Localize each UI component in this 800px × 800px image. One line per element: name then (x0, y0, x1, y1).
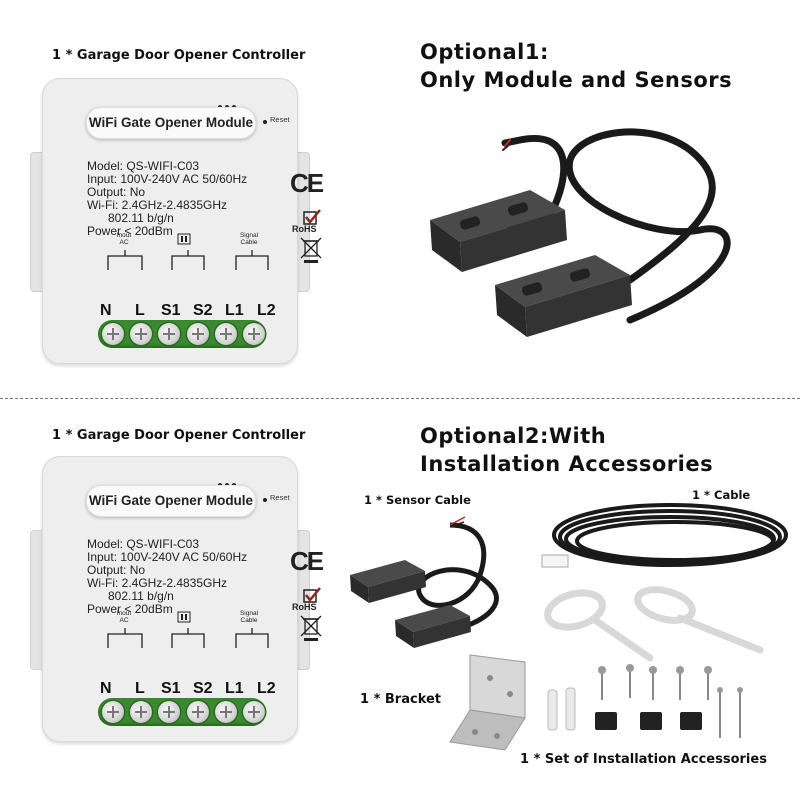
terminal-screw-4 (187, 323, 209, 345)
terminal-screw-5 (215, 701, 237, 723)
ce-mark: CE (290, 168, 324, 198)
terminal-screw-6 (243, 323, 265, 345)
module-top: WiFi Gate Opener Module Reset Model: QS-… (30, 78, 324, 364)
spec-model: Model: QS-WIFI-C03 (87, 537, 200, 551)
rohs-check-icon (303, 209, 321, 225)
module-bottom: WiFi Gate Opener Module Reset Model: QS-… (30, 456, 324, 742)
sensor-magnet-1 (430, 190, 567, 272)
bottom-caption: 1 * Garage Door Opener Controller (52, 428, 306, 443)
terminal-label-l: L (135, 680, 145, 697)
ce-mark: CE (290, 546, 324, 576)
module-specs: Model: QS-WIFI-C03 Input: 100V-240V AC 5… (87, 160, 247, 238)
sensor-pair-illustration (430, 128, 731, 337)
coiled-cable-illustration (541, 503, 788, 568)
sensor-cable-label: 1 * Sensor Cable (364, 493, 471, 507)
module-specs: Model: QS-WIFI-C03 Input: 100V-240V AC 5… (87, 538, 247, 616)
spec-output: Output: No (87, 563, 146, 577)
terminal-label-l1: L1 (225, 302, 244, 319)
terminal-label-s1: S1 (161, 680, 181, 697)
option1-heading-line2: Only Module and Sensors (420, 68, 733, 92)
bracket-illustration (449, 654, 526, 751)
terminal-screw-3 (158, 701, 180, 723)
rohs-mark: RoHS (292, 602, 317, 612)
weee-bin-icon (300, 615, 322, 641)
terminal-block (98, 320, 266, 348)
terminal-label-n: N (100, 302, 112, 319)
terminal-screw-1 (102, 323, 124, 345)
group-label-input: Inout AC (116, 610, 132, 624)
group-label-input: Inout AC (116, 232, 132, 246)
terminal-screw-2 (130, 701, 152, 723)
rohs-mark: RoHS (292, 224, 317, 234)
cable-label: 1 * Cable (692, 488, 751, 502)
spec-wifi-std: 802.11 b/g/n (108, 589, 174, 603)
module-title: WiFi Gate Opener Module (86, 485, 256, 517)
terminal-label-l2: L2 (257, 680, 276, 697)
terminal-label-n: N (100, 680, 112, 697)
option2-heading-line2: Installation Accessories (420, 452, 714, 476)
rohs-check-icon (303, 587, 321, 603)
terminal-block (98, 698, 266, 726)
sensor-cable-illustration (350, 516, 499, 648)
reset-button (263, 120, 267, 124)
spec-input: Input: 100V-240V AC 50/60Hz (87, 172, 248, 186)
terminal-screw-1 (102, 701, 124, 723)
spec-wifi-std: 802.11 b/g/n (108, 211, 174, 225)
sensor-icon (177, 233, 191, 245)
option1-heading-line1: Optional1: (420, 40, 549, 64)
terminal-screw-2 (130, 323, 152, 345)
terminal-wiring-lines (107, 628, 269, 648)
option2-heading-line1: Optional2:With (420, 424, 607, 448)
terminal-label-l: L (135, 302, 145, 319)
spec-wifi: Wi-Fi: 2.4GHz-2.4835GHz (87, 198, 228, 212)
terminal-label-s2: S2 (193, 680, 213, 697)
spec-power: Power < 20dBm (87, 224, 173, 238)
spec-model: Model: QS-WIFI-C03 (87, 159, 200, 173)
terminal-screw-6 (243, 701, 265, 723)
section-divider (0, 398, 800, 399)
sensor-magnet-2 (495, 255, 632, 337)
group-label-signal: Signal Cable (239, 610, 259, 624)
terminal-screw-4 (187, 701, 209, 723)
top-caption: 1 * Garage Door Opener Controller (52, 48, 306, 63)
spec-power: Power < 20dBm (87, 602, 173, 616)
spec-input: Input: 100V-240V AC 50/60Hz (87, 550, 248, 564)
weee-bin-icon (300, 237, 322, 263)
reset-label: Reset (270, 493, 290, 502)
accessories-label: 1 * Set of Installation Accessories (520, 752, 767, 767)
terminal-label-s1: S1 (161, 302, 181, 319)
terminal-label-l2: L2 (257, 302, 276, 319)
bracket-label: 1 * Bracket (360, 692, 442, 707)
terminal-label-l1: L1 (225, 680, 244, 697)
group-label-signal: Signal Cable (239, 232, 259, 246)
spec-output: Output: No (87, 185, 146, 199)
sensor-icon (177, 611, 191, 623)
installation-accessories-illustration (547, 664, 743, 738)
reset-label: Reset (270, 115, 290, 124)
terminal-screw-5 (215, 323, 237, 345)
reset-button (263, 498, 267, 502)
module-title: WiFi Gate Opener Module (86, 107, 256, 139)
terminal-screw-3 (158, 323, 180, 345)
terminal-wiring-lines (107, 250, 269, 270)
cable-ties-illustration (544, 586, 764, 662)
terminal-label-s2: S2 (193, 302, 213, 319)
spec-wifi: Wi-Fi: 2.4GHz-2.4835GHz (87, 576, 228, 590)
